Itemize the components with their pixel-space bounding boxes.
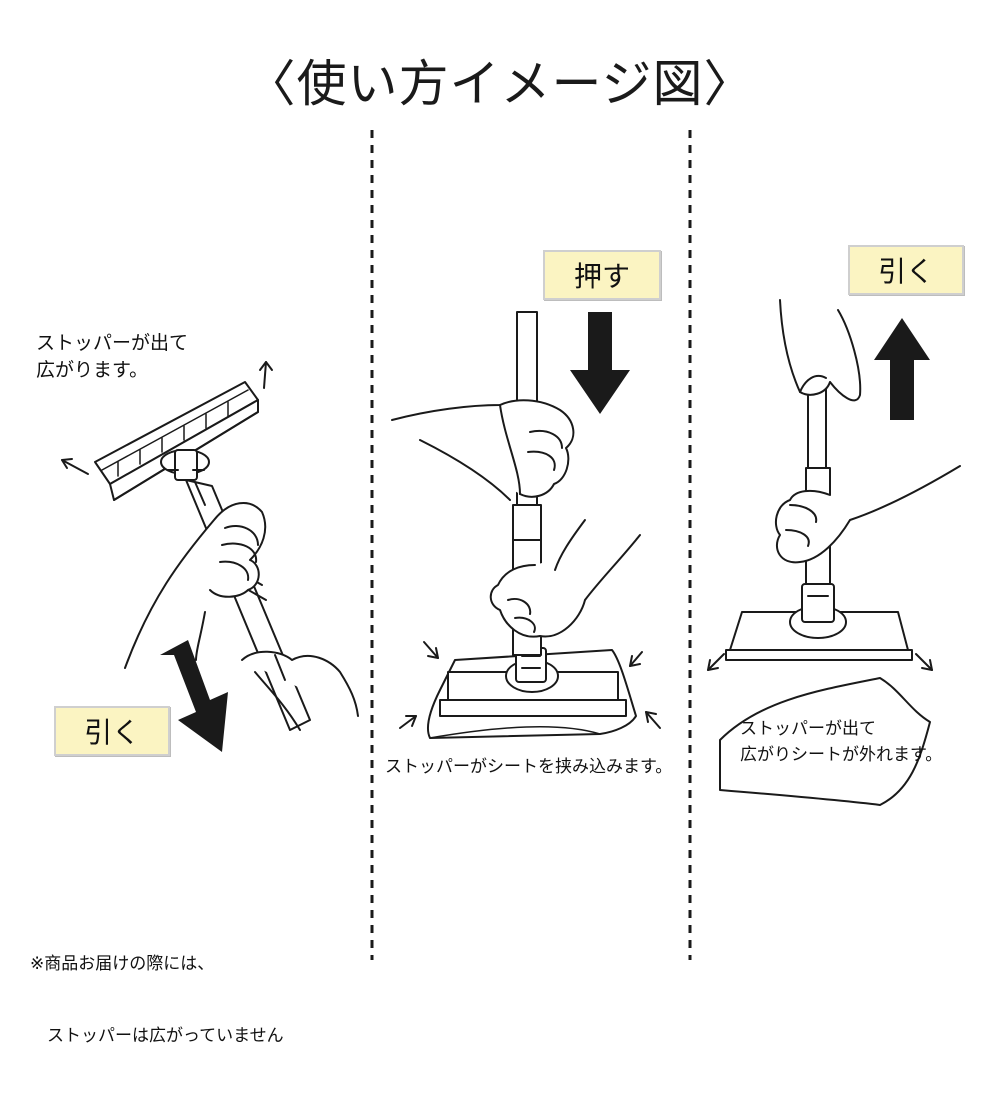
step-label-left-text: 引く: [83, 716, 140, 749]
step-label-left: 引く: [54, 706, 170, 756]
step-label-middle: 押す: [543, 250, 661, 300]
note-middle-line-1: ストッパーがシートを挟み込みます。: [385, 757, 673, 777]
note-right-line-1: ストッパーが出て: [740, 719, 876, 739]
right-sheet-icon: [719, 677, 931, 806]
usage-diagram: 〈使い方イメージ図〉: [30, 55, 964, 1046]
left-pull-arrow-icon: [160, 640, 228, 752]
step-label-right: 引く: [848, 245, 964, 295]
note-right: ストッパーが出て 広がりシートが外れます。: [740, 716, 942, 768]
middle-lower-hand-icon: [489, 519, 641, 638]
left-stopper-arrows-icon: [61, 361, 273, 475]
note-middle: ストッパーがシートを挟み込みます。: [385, 754, 672, 781]
left-upper-hand-icon: [124, 501, 267, 669]
footnote-line-2: ストッパーは広がっていません: [30, 1026, 284, 1046]
step-label-right-text: 引く: [877, 255, 934, 288]
footnote-line-1: ※商品お届けの際には、: [30, 954, 215, 974]
note-right-line-2: 広がりシートが外れます。: [740, 745, 943, 765]
middle-push-arrow-icon: [570, 312, 630, 414]
left-mop-head-icon: [94, 381, 259, 501]
right-stopper-arrows-icon: [707, 653, 933, 671]
step-label-middle-text: 押す: [573, 260, 630, 293]
note-left: ストッパーが出て 広がります。: [36, 330, 188, 384]
right-pull-arrow-icon: [874, 318, 930, 420]
right-panel-drawing: [707, 299, 961, 806]
right-mop-head-icon: [725, 583, 913, 661]
note-left-line-1: ストッパーが出て: [36, 332, 189, 354]
page-title: 〈使い方イメージ図〉: [245, 55, 755, 113]
right-upper-hand-icon: [779, 299, 862, 402]
illustration-canvas: [61, 130, 961, 960]
right-lower-hand-icon: [774, 465, 961, 564]
footnote: ※商品お届けの際には、 ストッパーは広がっていません: [30, 904, 284, 1096]
left-panel-drawing: [61, 361, 359, 752]
middle-upper-hand-icon: [391, 399, 575, 501]
middle-corner-arrows-icon: [399, 641, 661, 729]
left-lower-hand-icon: [241, 650, 359, 731]
note-left-line-2: 広がります。: [36, 359, 149, 381]
middle-panel-drawing: [391, 311, 661, 739]
